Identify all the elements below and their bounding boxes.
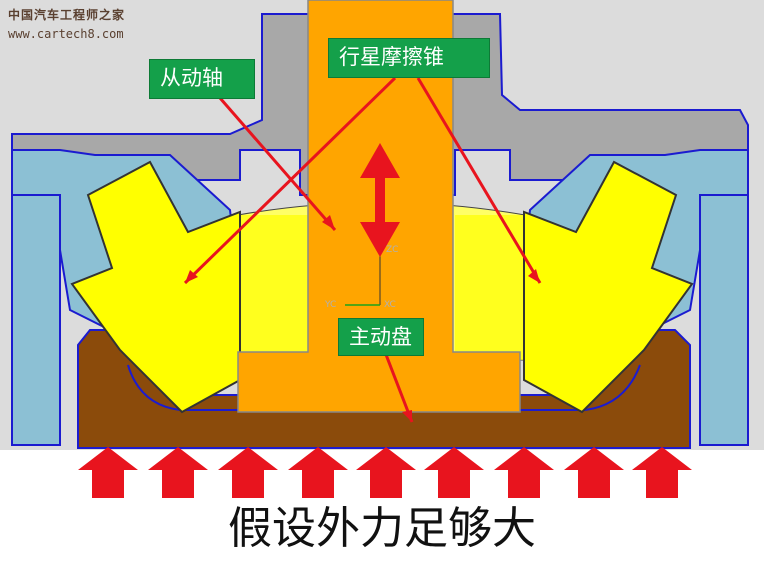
axis-label-xc: XC — [384, 300, 396, 310]
watermark-url: www.cartech8.com — [8, 27, 124, 41]
pointer-drive-disk — [383, 351, 414, 423]
force-arrow-6 — [424, 447, 484, 498]
pointer-cone-left — [183, 76, 397, 285]
pointer-head-cone-left — [185, 270, 198, 283]
force-arrow-9 — [632, 447, 692, 498]
force-arrow-8 — [564, 447, 624, 498]
force-arrow-4 — [288, 447, 348, 498]
force-arrows — [78, 447, 692, 498]
label-planet-cone: 行星摩擦锥 — [328, 38, 490, 78]
pointer-cone-right — [416, 77, 542, 284]
watermark: 中国汽车工程师之家 www.cartech8.com — [8, 6, 125, 41]
right-planet-cone — [523, 160, 694, 414]
center-ring-shade-right — [455, 215, 525, 360]
caption: 假设外力足够大 — [228, 503, 536, 554]
force-arrow-3 — [218, 447, 278, 498]
axis-label-zc: ZC — [386, 245, 398, 255]
double-arrow — [360, 143, 400, 257]
pointer-heads — [185, 215, 540, 422]
force-arrow-1 — [78, 447, 138, 498]
pointer-lines — [183, 76, 542, 423]
pointer-head-driven-shaft — [322, 215, 335, 230]
force-arrow-7 — [494, 447, 554, 498]
axis-label-yc: YC — [324, 300, 336, 310]
left-outer-wall — [11, 194, 61, 446]
label-drive-disk: 主动盘 — [338, 318, 424, 356]
right-outer-wall — [699, 194, 749, 446]
center-ring-shade-left — [238, 215, 308, 360]
watermark-site-name: 中国汽车工程师之家 — [8, 8, 126, 22]
label-driven-shaft: 从动轴 — [149, 59, 255, 99]
force-arrow-2 — [148, 447, 208, 498]
pointer-head-cone-right — [528, 269, 540, 283]
left-planet-cone — [70, 160, 241, 414]
force-arrow-5 — [356, 447, 416, 498]
pointer-driven-shaft — [218, 97, 337, 231]
pointer-head-drive-disk — [402, 410, 412, 422]
